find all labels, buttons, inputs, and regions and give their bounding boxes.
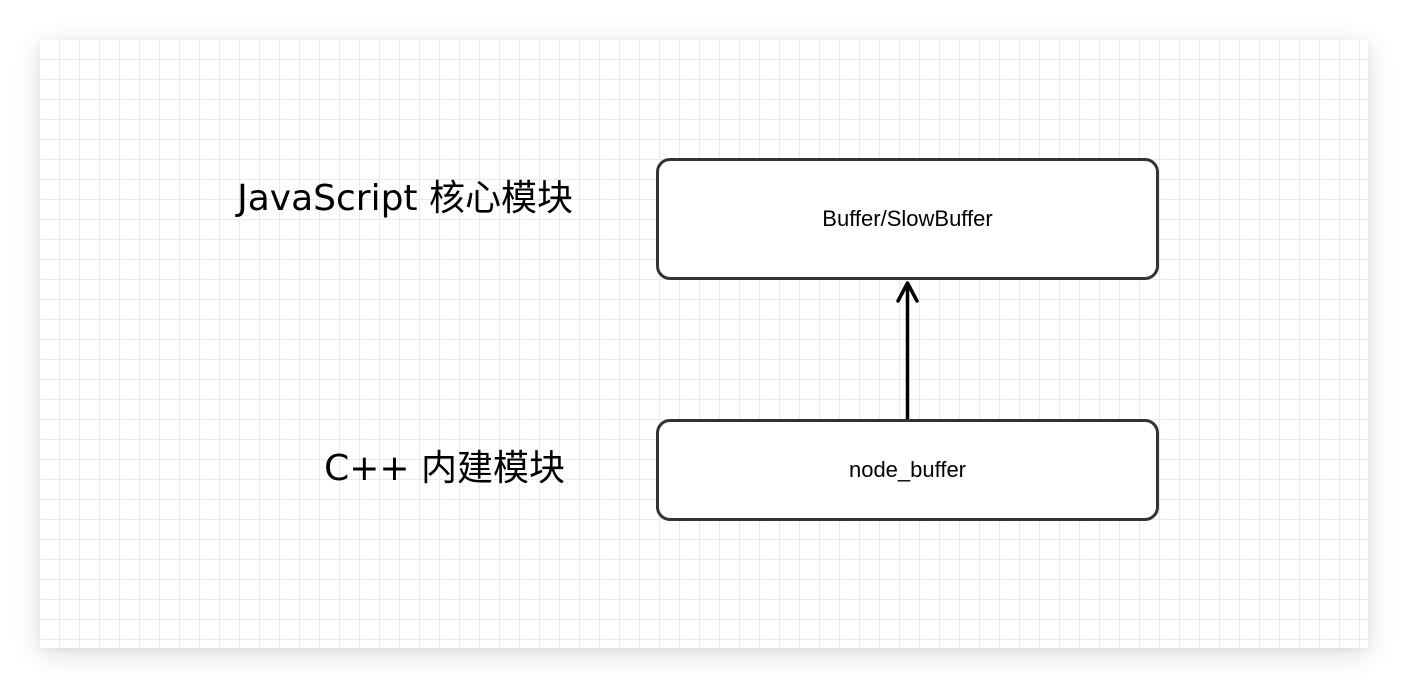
diagram-canvas: [40, 40, 1368, 648]
cpp-layer-label: C++ 内建模块: [324, 448, 565, 489]
node-buffer-label: node_buffer: [848, 457, 967, 482]
buffer-slowbuffer-node: Buffer/SlowBuffer: [656, 158, 1159, 280]
javascript-layer-label: JavaScript 核心模块: [237, 178, 573, 219]
node-buffer-node: node_buffer: [656, 419, 1159, 521]
buffer-slowbuffer-label: Buffer/SlowBuffer: [822, 206, 993, 231]
